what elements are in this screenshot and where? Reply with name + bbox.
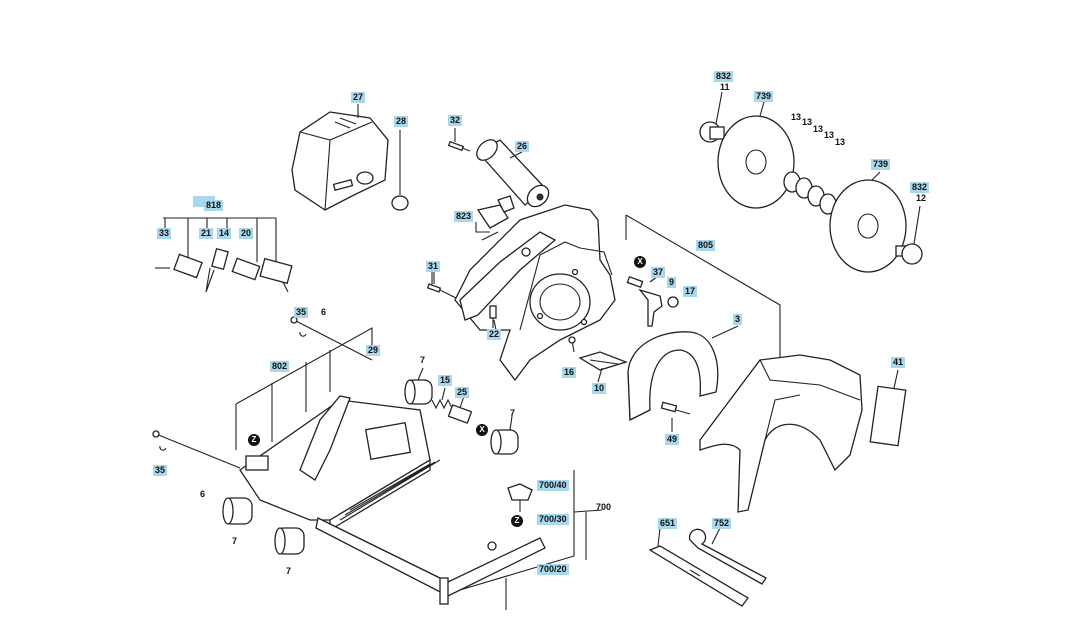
callout-15: 15 [438,375,453,386]
callout-14: 14 [217,228,232,239]
part-lever-group [626,275,679,327]
part-rod-6b [152,430,241,469]
part-roller-7b [490,429,519,455]
callout-13a: 13 [791,112,802,122]
marker-z-right: Z [511,515,523,527]
bracket-805 [625,214,781,362]
callout-41: 41 [891,357,906,368]
part-knob [391,130,409,211]
marker-x-upper: X [634,256,646,268]
part-knob-700-40 [507,483,533,512]
callout-752: 752 [712,518,732,529]
part-wrench-752 [688,528,767,585]
callout-651: 651 [658,518,678,529]
callout-13d: 13 [824,130,835,140]
leader-lines [357,91,921,547]
part-screw-16 [568,336,576,353]
callout-6-lower: 6 [200,489,206,499]
callout-818: 818 [204,200,224,211]
part-group-818 [155,217,293,293]
callout-28: 28 [394,116,409,127]
callout-16: 16 [562,367,577,378]
callout-21: 21 [199,228,214,239]
part-roller-7c [222,497,253,525]
callout-20: 20 [239,228,254,239]
callout-832-upper: 832 [714,71,734,82]
callout-700-40: 700/40 [537,480,569,491]
callout-7d: 7 [286,566,292,576]
marker-x-lower: X [476,424,488,436]
part-switch [475,195,515,241]
callout-27: 27 [351,92,366,103]
callout-10: 10 [592,383,607,394]
callout-13b: 13 [802,117,813,127]
part-blade-guard [627,331,719,422]
callout-739-lower: 739 [871,159,891,170]
callout-35-lower: 35 [153,465,168,476]
callout-25: 25 [455,387,470,398]
part-tool-651 [648,545,749,607]
part-flange-12 [895,243,923,265]
part-label-41 [869,385,907,447]
callout-22: 22 [487,329,502,340]
part-rod-6a [290,316,373,361]
callout-37: 37 [651,267,666,278]
part-guide-10 [578,351,628,371]
callout-700-30: 700/30 [537,514,569,525]
part-roller-7d [274,527,305,555]
part-housing-cover [291,111,389,211]
callout-700-20: 700/20 [537,564,569,575]
part-blade-739b [829,179,907,273]
part-flange-11 [699,121,725,143]
callout-13e: 13 [835,137,846,147]
callout-7a: 7 [420,355,426,365]
part-main-body [454,204,616,382]
callout-29: 29 [366,345,381,356]
callout-805: 805 [696,240,716,251]
callout-35-upper: 35 [294,307,309,318]
part-large-guard [699,354,863,513]
part-roller-7a [404,379,433,405]
callout-12: 12 [916,193,927,203]
callout-49: 49 [665,434,680,445]
callout-31: 31 [426,261,441,272]
callout-700: 700 [596,502,612,512]
part-screw-49 [660,401,691,415]
callout-33: 33 [157,228,172,239]
part-pin-22 [489,305,497,319]
callout-3: 3 [733,314,743,325]
part-parallel-guide [315,470,587,605]
callout-832-lower: 832 [910,182,930,193]
callout-739-upper: 739 [754,91,774,102]
callout-823: 823 [454,211,474,222]
part-screw-31 [426,272,457,299]
part-spring-15 [431,398,453,410]
callout-6-upper: 6 [321,307,327,317]
part-roller [476,139,550,208]
callout-802: 802 [270,361,290,372]
callout-11: 11 [720,82,730,92]
callout-32: 32 [448,115,463,126]
part-axle-25 [447,404,473,424]
part-base-plate [235,327,441,532]
part-blade-739a [717,115,795,209]
callout-9: 9 [667,277,677,288]
marker-z-left: Z [248,434,260,446]
callout-26: 26 [515,141,530,152]
callout-17: 17 [683,286,698,297]
callout-13c: 13 [813,124,824,134]
callout-7b: 7 [510,408,516,418]
part-screw-32 [447,128,471,152]
callout-7c: 7 [232,536,238,546]
